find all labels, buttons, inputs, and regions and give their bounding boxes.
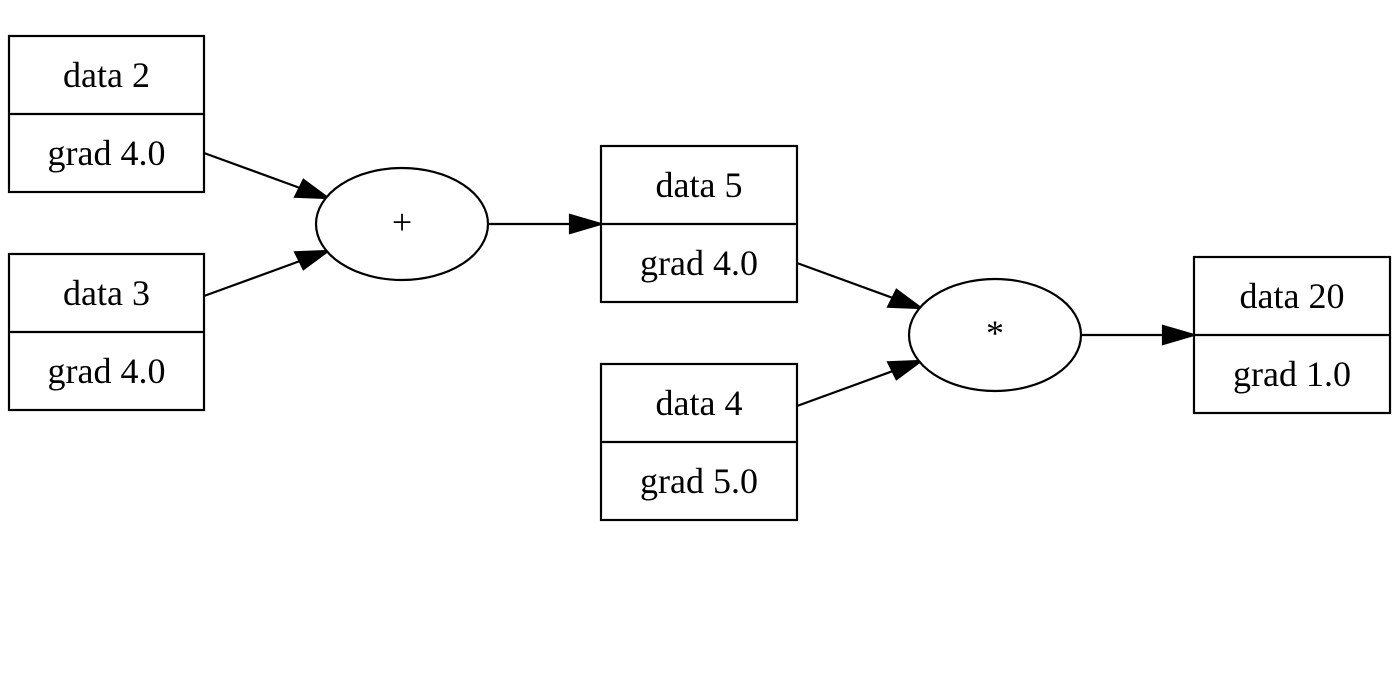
arrowhead (886, 288, 925, 310)
node-grad-label: grad 4.0 (640, 243, 758, 283)
edges (203, 151, 1198, 408)
node-grad-label: grad 1.0 (1233, 354, 1351, 394)
node-data-label: data 5 (656, 165, 743, 205)
edge-n3-to-add (203, 249, 332, 298)
arrowhead (886, 359, 925, 381)
node-data-label: data 4 (656, 383, 743, 423)
op-node-add: + (314, 166, 490, 282)
op-symbol-multiply: * (986, 313, 1004, 353)
node-grad-label: grad 4.0 (48, 351, 166, 391)
value-node-data-2: data 2 grad 4.0 (7, 34, 206, 194)
node-grad-label: grad 4.0 (48, 133, 166, 173)
op-node-mul: * (907, 277, 1083, 393)
edge-mul-to-n20 (1081, 324, 1198, 346)
value-node-data-5: data 5 grad 4.0 (599, 144, 799, 304)
op-ellipse (907, 277, 1083, 393)
op-symbol-plus: + (392, 202, 412, 242)
value-node-data-4: data 4 grad 5.0 (599, 362, 799, 522)
node-data-label: data 2 (63, 55, 150, 95)
value-node-data-3: data 3 grad 4.0 (7, 252, 206, 412)
arrowhead (293, 249, 332, 271)
edge-line (203, 259, 301, 298)
edge-n5-to-mul (796, 261, 925, 310)
node-data-label: data 3 (63, 273, 150, 313)
edge-line (796, 261, 894, 300)
arrowhead (568, 213, 605, 235)
node-grad-label: grad 5.0 (640, 461, 758, 501)
edge-line (203, 151, 301, 190)
value-node-data-20: data 20 grad 1.0 (1192, 255, 1392, 415)
edge-line (796, 369, 894, 408)
edge-add-to-n5 (488, 213, 605, 235)
edge-n4-to-mul (796, 359, 925, 408)
node-data-label: data 20 (1240, 276, 1345, 316)
arrowhead (1161, 324, 1198, 346)
arrowhead (293, 178, 332, 200)
op-ellipse (314, 166, 490, 282)
edge-n2-to-add (203, 151, 332, 200)
